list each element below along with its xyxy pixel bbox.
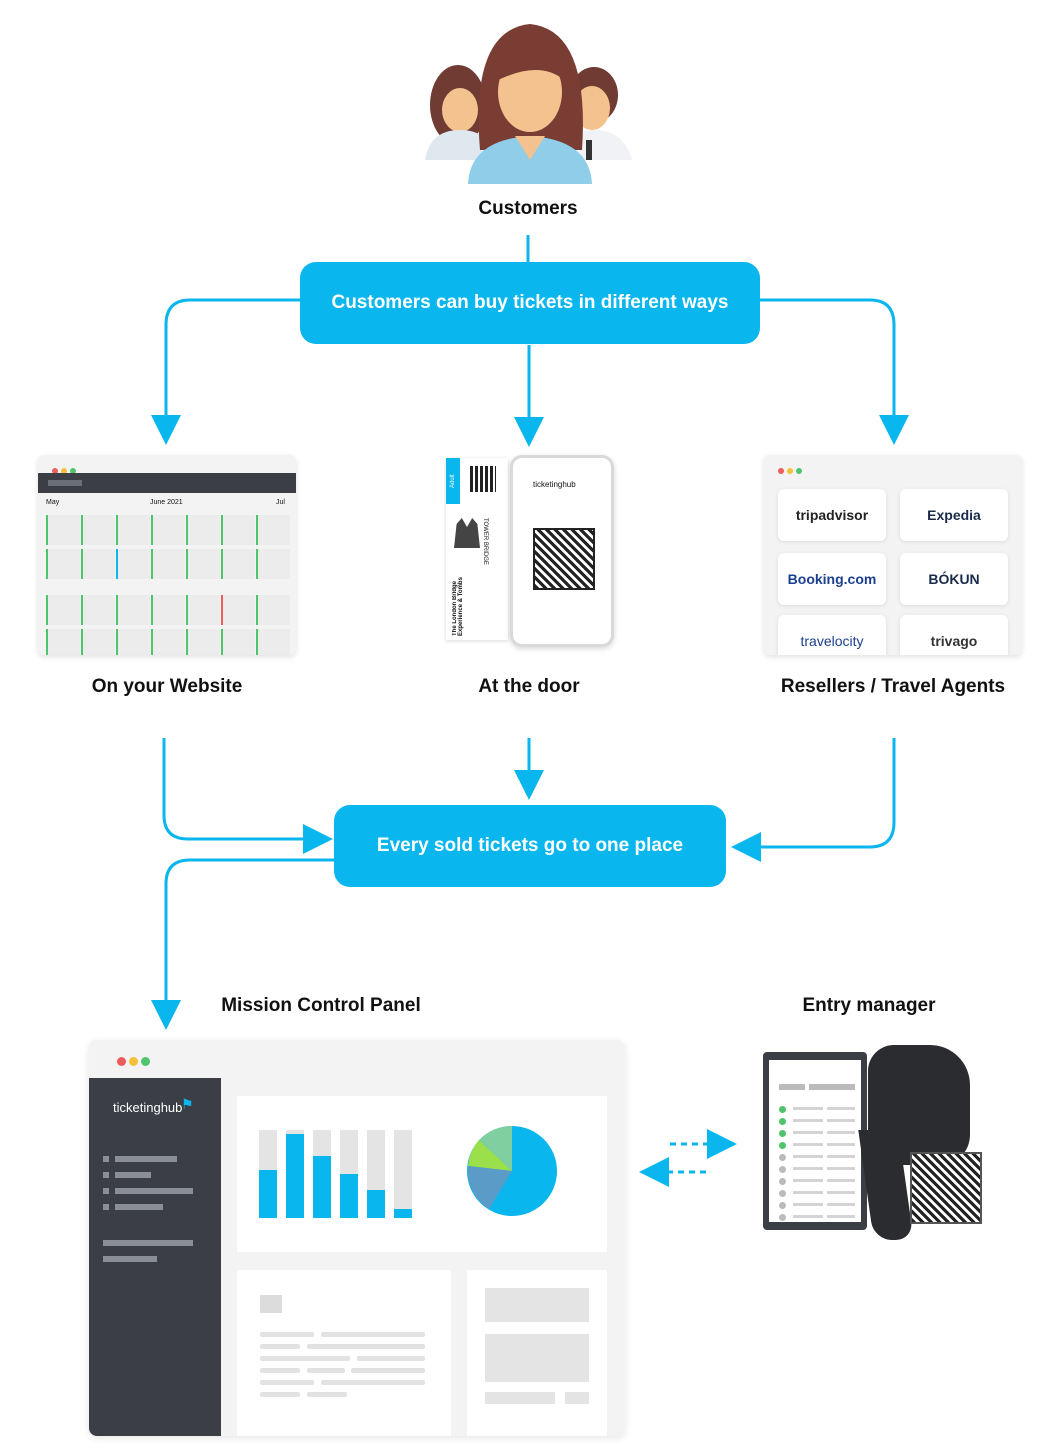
arrow-resellers-to-one-place [731,738,896,862]
phone-ticket: ticketinghub [510,455,614,647]
check-icon [779,1142,786,1149]
panel-block-card [467,1270,607,1436]
one-place-box: Every sold tickets go to one place [334,805,726,887]
ticket-qr-icon [470,466,496,492]
arrow-to-resellers [760,298,909,445]
brand-logo-icon: ⚑ [181,1096,194,1112]
calendar-cell [46,595,80,625]
customers-label: Customers [478,198,578,219]
window-controls [52,461,79,479]
mission-control-label: Mission Control Panel [221,995,421,1016]
ticket-title: The London Bridge Experience & Tombs [452,577,464,636]
pending-dot-icon [779,1154,786,1161]
arrow-to-website [151,298,300,445]
check-icon [779,1130,786,1137]
pending-dot-icon [779,1190,786,1197]
pending-dot-icon [779,1202,786,1209]
bridge-icon [454,518,480,548]
calendar-cell [116,515,150,545]
calendar-cell [221,595,255,625]
calendar-cell [116,549,150,579]
calendar-cell [186,549,220,579]
check-icon [779,1118,786,1125]
calendar-cell [221,629,255,655]
calendar-cell [81,629,115,655]
calendar-cell [46,515,80,545]
calendar-cell [256,549,290,579]
ticket-badge: Adult [446,458,460,504]
calendar-cell [151,549,185,579]
door-label: At the door [478,676,580,697]
paper-ticket: Adult TOWER BRIDGE The London Bridge Exp… [446,458,508,640]
buy-ways-box: Customers can buy tickets in different w… [300,262,760,344]
panel-sidebar: ticketinghub ⚑ [89,1078,221,1436]
panel-text-card [237,1270,451,1436]
clipboard-paper [769,1060,861,1222]
calendar-month-right: Jul [276,499,285,506]
bar-fill [394,1209,412,1218]
calendar-cell [221,515,255,545]
booking-logo: Booking.com [778,553,886,605]
calendar-cell [81,549,115,579]
tripadvisor-logo: tripadvisor [778,489,886,541]
bar-fill [367,1189,385,1218]
calendar-cell [116,595,150,625]
check-icon [779,1106,786,1113]
phone-brand: ticketinghub [533,480,576,489]
entry-manager-label: Entry manager [802,995,936,1016]
website-label: On your Website [91,676,243,697]
calendar-cell [46,629,80,655]
bar-fill [313,1156,331,1218]
arrow-to-mission-control [151,858,334,1030]
bar-fill [286,1133,304,1218]
calendar-cell [186,595,220,625]
window-controls [778,461,805,479]
calendar-cell [256,629,290,655]
calendar-cell [221,549,255,579]
entry-qr-icon [910,1152,982,1224]
pending-dot-icon [779,1178,786,1185]
customers-illustration [425,24,632,184]
website-calendar-window: May June 2021 Jul [38,455,296,655]
calendar-cell [186,515,220,545]
panel-pie-chart [467,1126,557,1216]
calendar-cell [81,515,115,545]
calendar-cell [81,595,115,625]
clipboard [763,1052,867,1230]
calendar-header-bar [38,473,296,493]
calendar-cell [256,515,290,545]
phone-qr-icon [533,528,595,590]
trivago-logo: trivago [900,615,1008,655]
bokun-logo: BÓKUN [900,553,1008,605]
calendar-cell [151,629,185,655]
travelocity-logo: travelocity [778,615,886,655]
calendar-month-center: June 2021 [150,499,183,506]
calendar-cell [46,549,80,579]
bar-track [394,1130,412,1218]
pending-dot-icon [779,1166,786,1173]
expedia-logo: Expedia [900,489,1008,541]
calendar-month-left: May [46,499,60,506]
calendar-cell [116,629,150,655]
calendar-cell [151,515,185,545]
bar-fill [259,1169,277,1218]
window-controls [117,1053,153,1071]
calendar-cell [151,595,185,625]
pending-dot-icon [779,1214,786,1221]
panel-brand: ticketinghub [113,1100,183,1115]
resellers-label: Resellers / Travel Agents [780,676,1006,697]
calendar-cell [256,595,290,625]
calendar-cell [186,629,220,655]
arrow-website-to-one-place [162,738,333,854]
resellers-window: tripadvisor Expedia Booking.com BÓKUN tr… [764,455,1022,655]
mission-control-window: ticketinghub ⚑ [89,1040,625,1436]
ticket-venue: TOWER BRIDGE [482,518,488,565]
bar-fill [340,1174,358,1218]
panel-chart-card [237,1096,607,1252]
